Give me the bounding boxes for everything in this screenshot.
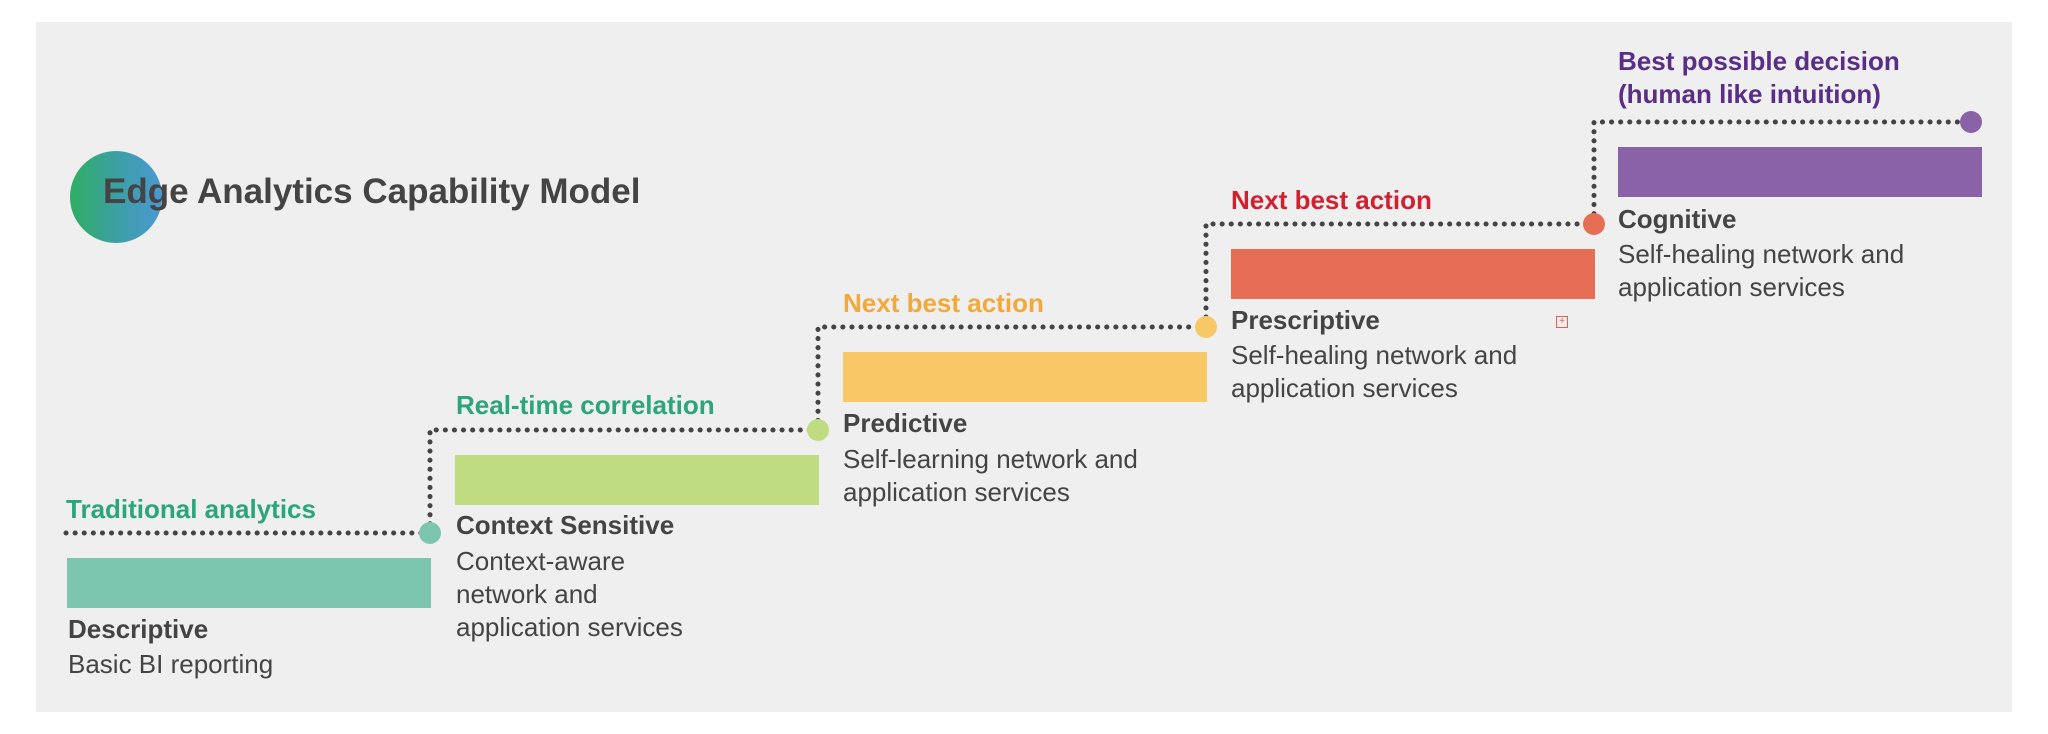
diagram-title: Edge Analytics Capability Model bbox=[103, 172, 641, 211]
stage-name-descriptive: Descriptive bbox=[68, 614, 209, 644]
stage-bar-descriptive bbox=[67, 558, 431, 608]
stage-label-next-best-action-prescriptive: Next best action bbox=[1231, 185, 1432, 215]
step-dot-prescriptive bbox=[1583, 213, 1605, 235]
stage-desc-descriptive: Basic BI reporting bbox=[68, 649, 274, 679]
stage-label-real-time-correlation: Real-time correlation bbox=[456, 390, 715, 420]
stage-name-predictive: Predictive bbox=[843, 408, 968, 438]
step-dot-context-sensitive bbox=[807, 419, 829, 441]
stage-label-best-possible-decision: Best possible decision (human like intui… bbox=[1618, 46, 1900, 109]
stage-name-cognitive: Cognitive bbox=[1618, 204, 1737, 234]
step-dot-descriptive bbox=[419, 522, 441, 544]
expand-icon[interactable]: + bbox=[1556, 316, 1568, 328]
stage-label-next-best-action-predictive: Next best action bbox=[843, 288, 1044, 318]
stage-desc-cognitive: Self-healing network and application ser… bbox=[1618, 239, 1905, 302]
stage-name-context-sensitive: Context Sensitive bbox=[456, 510, 675, 540]
stage-desc-context-sensitive: Context-aware network and application se… bbox=[456, 546, 683, 642]
stage-desc-predictive: Self-learning network and application se… bbox=[843, 444, 1138, 507]
step-dot-predictive bbox=[1195, 316, 1217, 338]
step-dot-cognitive bbox=[1960, 111, 1982, 133]
stage-label-traditional-analytics: Traditional analytics bbox=[66, 494, 316, 524]
stage-bar-cognitive bbox=[1618, 147, 1982, 197]
stage-bar-prescriptive bbox=[1231, 249, 1595, 299]
stage-bar-predictive bbox=[843, 352, 1207, 402]
stage-desc-prescriptive: Self-healing network and application ser… bbox=[1231, 340, 1518, 403]
stage-bar-context-sensitive bbox=[455, 455, 819, 505]
stage-name-prescriptive: Prescriptive bbox=[1231, 305, 1380, 335]
logo-circle bbox=[70, 151, 162, 243]
